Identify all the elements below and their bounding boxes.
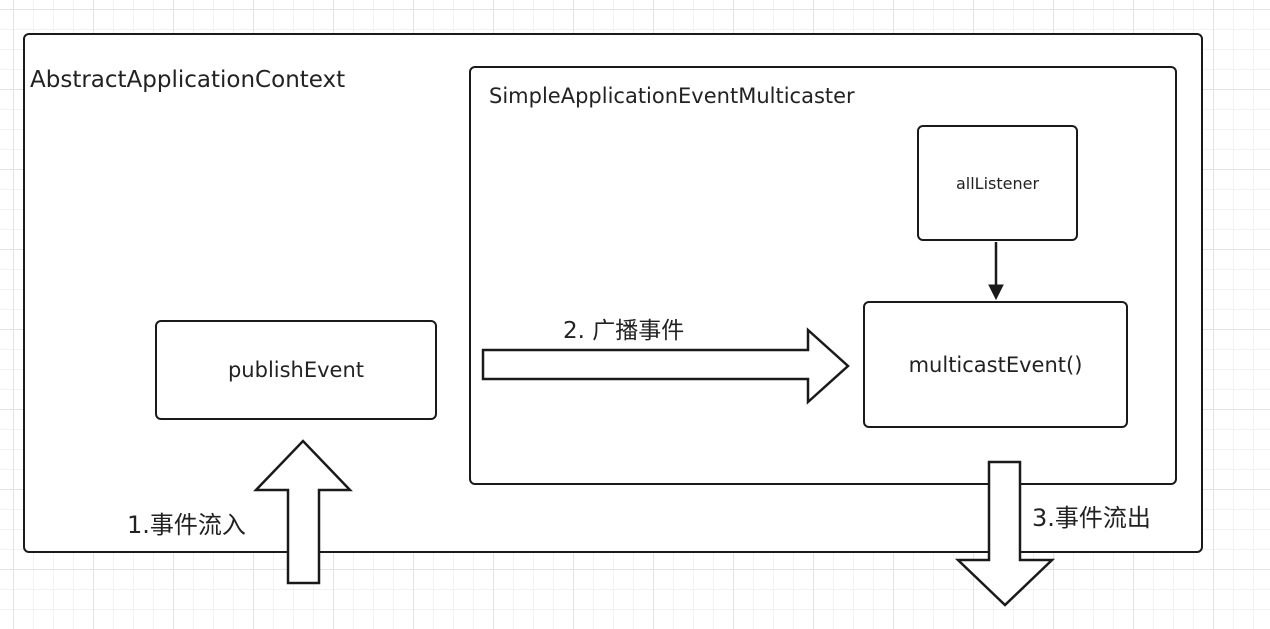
broadcast-label: 2. 广播事件 bbox=[563, 318, 685, 344]
listener-to-multicast-arrowhead bbox=[988, 284, 1004, 301]
all-listener-node: allListener bbox=[917, 125, 1078, 241]
multicast-event-node: multicastEvent() bbox=[863, 301, 1128, 428]
publish-event-label: publishEvent bbox=[227, 358, 365, 382]
publish-event-node: publishEvent bbox=[155, 320, 437, 420]
outflow-label: 3.事件流出 bbox=[1032, 504, 1151, 532]
multicast-event-label: multicastEvent() bbox=[908, 352, 1083, 377]
broadcast-arrow bbox=[481, 327, 850, 405]
inflow-label: 1.事件流入 bbox=[127, 511, 246, 539]
outflow-arrow bbox=[954, 460, 1056, 607]
abstract-application-context-label: AbstractApplicationContext bbox=[30, 67, 346, 93]
inflow-arrow bbox=[253, 439, 353, 585]
all-listener-label: allListener bbox=[955, 173, 1040, 193]
simple-application-event-multicaster-label: SimpleApplicationEventMulticaster bbox=[489, 84, 855, 108]
